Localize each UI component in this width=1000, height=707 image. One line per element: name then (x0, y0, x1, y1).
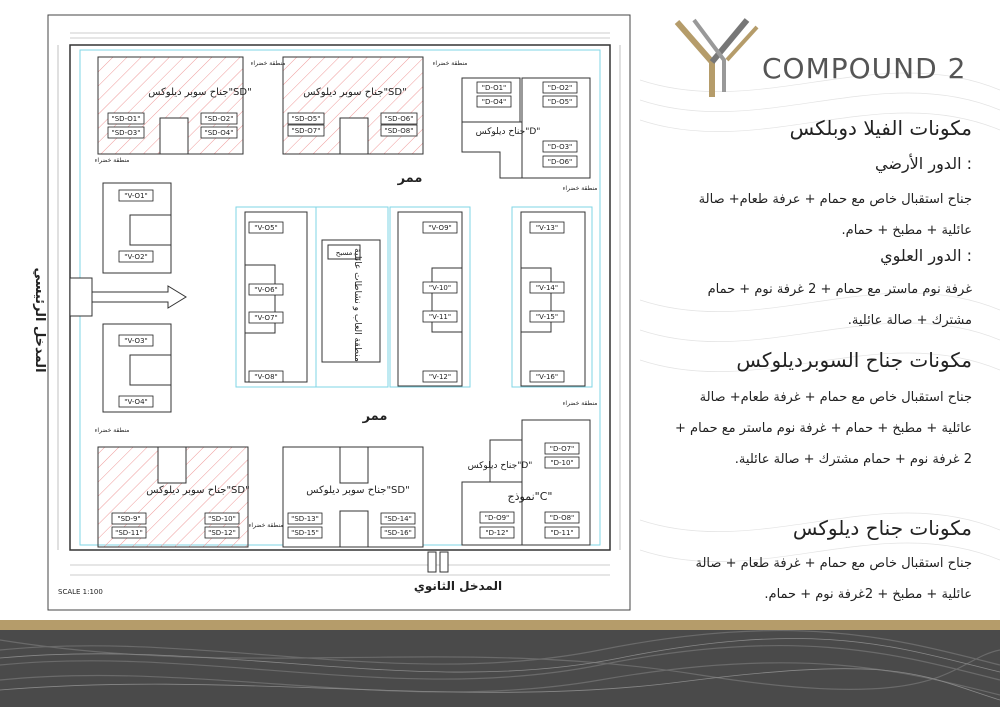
unit-v01: "V-O1" (124, 192, 148, 200)
unit-d10: "D-10" (550, 459, 573, 467)
ground-floor-desc: جناح استقبال خاص مع حمام + عرفة طعام+ صا… (698, 192, 972, 238)
green-zone-1: منطقة خضراء (251, 60, 286, 67)
label-sd-bl: جناح سوبر ديلوكس"SD" (146, 485, 249, 496)
unit-d11: "D-11" (550, 529, 573, 537)
brand-logo: COMPOUND 2 (672, 12, 972, 102)
unit-sd11: "SD-11" (115, 529, 143, 537)
unit-d06: "D-O6" (548, 158, 573, 166)
corridor-bottom: ممر (362, 409, 388, 424)
brand-name: COMPOUND 2 (762, 52, 967, 85)
upper-floor-heading: الدور العلوي : (880, 246, 972, 265)
unit-v02: "V-O2" (124, 253, 148, 261)
unit-v07: "V-O7" (254, 314, 278, 322)
unit-v09: "V-O9" (428, 224, 452, 232)
main-entrance-label: المدخل الرئيسي (32, 267, 47, 372)
unit-v04: "V-O4" (124, 398, 148, 406)
unit-d03: "D-O3" (548, 143, 573, 151)
unit-v10: "V-10" (429, 284, 451, 292)
block-v-center-right (389, 206, 471, 388)
secondary-gate (427, 551, 449, 573)
label-d-tr: جناح ديلوكس"D" (476, 127, 541, 137)
block-v-center-left (235, 206, 317, 388)
play-area-label: منطقة العاب و نشاطات عائلية (352, 248, 362, 362)
unit-v15: "V-15" (536, 313, 558, 321)
block-sd-top-left (97, 56, 244, 155)
logo-mark-icon (674, 18, 759, 97)
unit-sd02: "SD-O2" (205, 115, 234, 123)
unit-sd04: "SD-O4" (205, 129, 234, 137)
unit-d01: "D-O1" (482, 84, 507, 92)
pool-label: مسبح (336, 249, 353, 257)
label-sd-bm: جناح سوبر ديلوكس"SD" (306, 485, 409, 496)
unit-d09: "D-O9" (485, 514, 510, 522)
unit-sd10: "SD-10" (208, 515, 236, 523)
green-zone-7: منطقة خضراء (249, 522, 284, 529)
unit-d05: "D-O5" (548, 98, 573, 106)
unit-sd16: "SD-16" (384, 529, 412, 537)
corridor-top: ممر (397, 171, 423, 186)
unit-v16: "V-16" (536, 373, 558, 381)
green-zone-2: منطقة خضراء (433, 60, 468, 67)
bottom-wave-band (0, 620, 1000, 707)
decorative-lines (640, 72, 1000, 562)
deluxe-title: مكونات جناح ديلوكس (792, 516, 972, 540)
unit-sd06: "SD-O6" (385, 115, 414, 123)
unit-v05: "V-O5" (254, 224, 278, 232)
green-zone-5: منطقة خضراء (563, 400, 598, 407)
unit-sd14: "SD-14" (384, 515, 412, 523)
unit-sd08: "SD-O8" (385, 127, 414, 135)
unit-d08: "D-O8" (550, 514, 575, 522)
green-zone-6: منطقة خضراء (95, 427, 130, 434)
unit-sd05: "SD-O5" (292, 115, 321, 123)
unit-sd07: "SD-O7" (292, 127, 321, 135)
superdeluxe-desc: جناح استقبال خاص مع حمام + غرفة طعام+ صا… (675, 390, 972, 467)
unit-d02: "D-O2" (548, 84, 573, 92)
scale-label: SCALE 1:100 (58, 588, 103, 596)
secondary-entrance-label: المدخل الثانوي (414, 579, 502, 594)
unit-v13: "V-13" (536, 224, 558, 232)
green-zone-4: منطقة خضراء (563, 185, 598, 192)
unit-v14: "V-14" (536, 284, 558, 292)
superdeluxe-title: مكونات جناح السوبرديلوكس (736, 348, 972, 372)
unit-v08: "V-O8" (254, 373, 278, 381)
unit-v11: "V-11" (429, 313, 451, 321)
deluxe-desc: جناح استقبال خاص مع حمام + غرفة طعام + ص… (695, 556, 973, 602)
unit-d07: "D-O7" (550, 445, 575, 453)
entrance-arrow (69, 277, 187, 317)
unit-tags: "SD-O1" "SD-O2" "SD-O3" "SD-O4" "SD-O5" … (107, 81, 580, 539)
upper-floor-desc: غرفة نوم ماستر مع حمام + 2 غرفة نوم + حم… (707, 282, 972, 328)
unit-d12: "D-12" (485, 529, 508, 537)
unit-v03: "V-O3" (124, 337, 148, 345)
block-v-right (511, 206, 593, 388)
villa-title: مكونات الفيلا دوبلكس (789, 116, 972, 140)
unit-sd01: "SD-O1" (112, 115, 141, 123)
unit-sd12: "SD-12" (208, 529, 236, 537)
label-d-br: جناح ديلوكس"D" (468, 461, 533, 471)
label-sd-tl: جناح سوبر ديلوكس"SD" (148, 87, 251, 98)
unit-v12: "V-12" (429, 373, 451, 381)
unit-sd15: "SD-15" (291, 529, 319, 537)
ground-floor-heading: الدور الأرضي : (875, 154, 972, 173)
unit-d04: "D-O4" (482, 98, 507, 106)
block-sd-top-middle (282, 56, 424, 155)
label-c-br: نموذج"C" (508, 490, 553, 503)
block-play-area (315, 206, 389, 388)
unit-v06: "V-O6" (254, 286, 278, 294)
site-plan: جناح سوبر ديلوكس"SD" جناح سوبر ديلوكس"SD… (32, 14, 631, 611)
green-zone-3: منطقة خضراء (95, 157, 130, 164)
unit-sd03: "SD-O3" (112, 129, 141, 137)
label-sd-tm: جناح سوبر ديلوكس"SD" (303, 87, 406, 98)
unit-sd13: "SD-13" (291, 515, 319, 523)
unit-sd09: "SD-9" (117, 515, 140, 523)
